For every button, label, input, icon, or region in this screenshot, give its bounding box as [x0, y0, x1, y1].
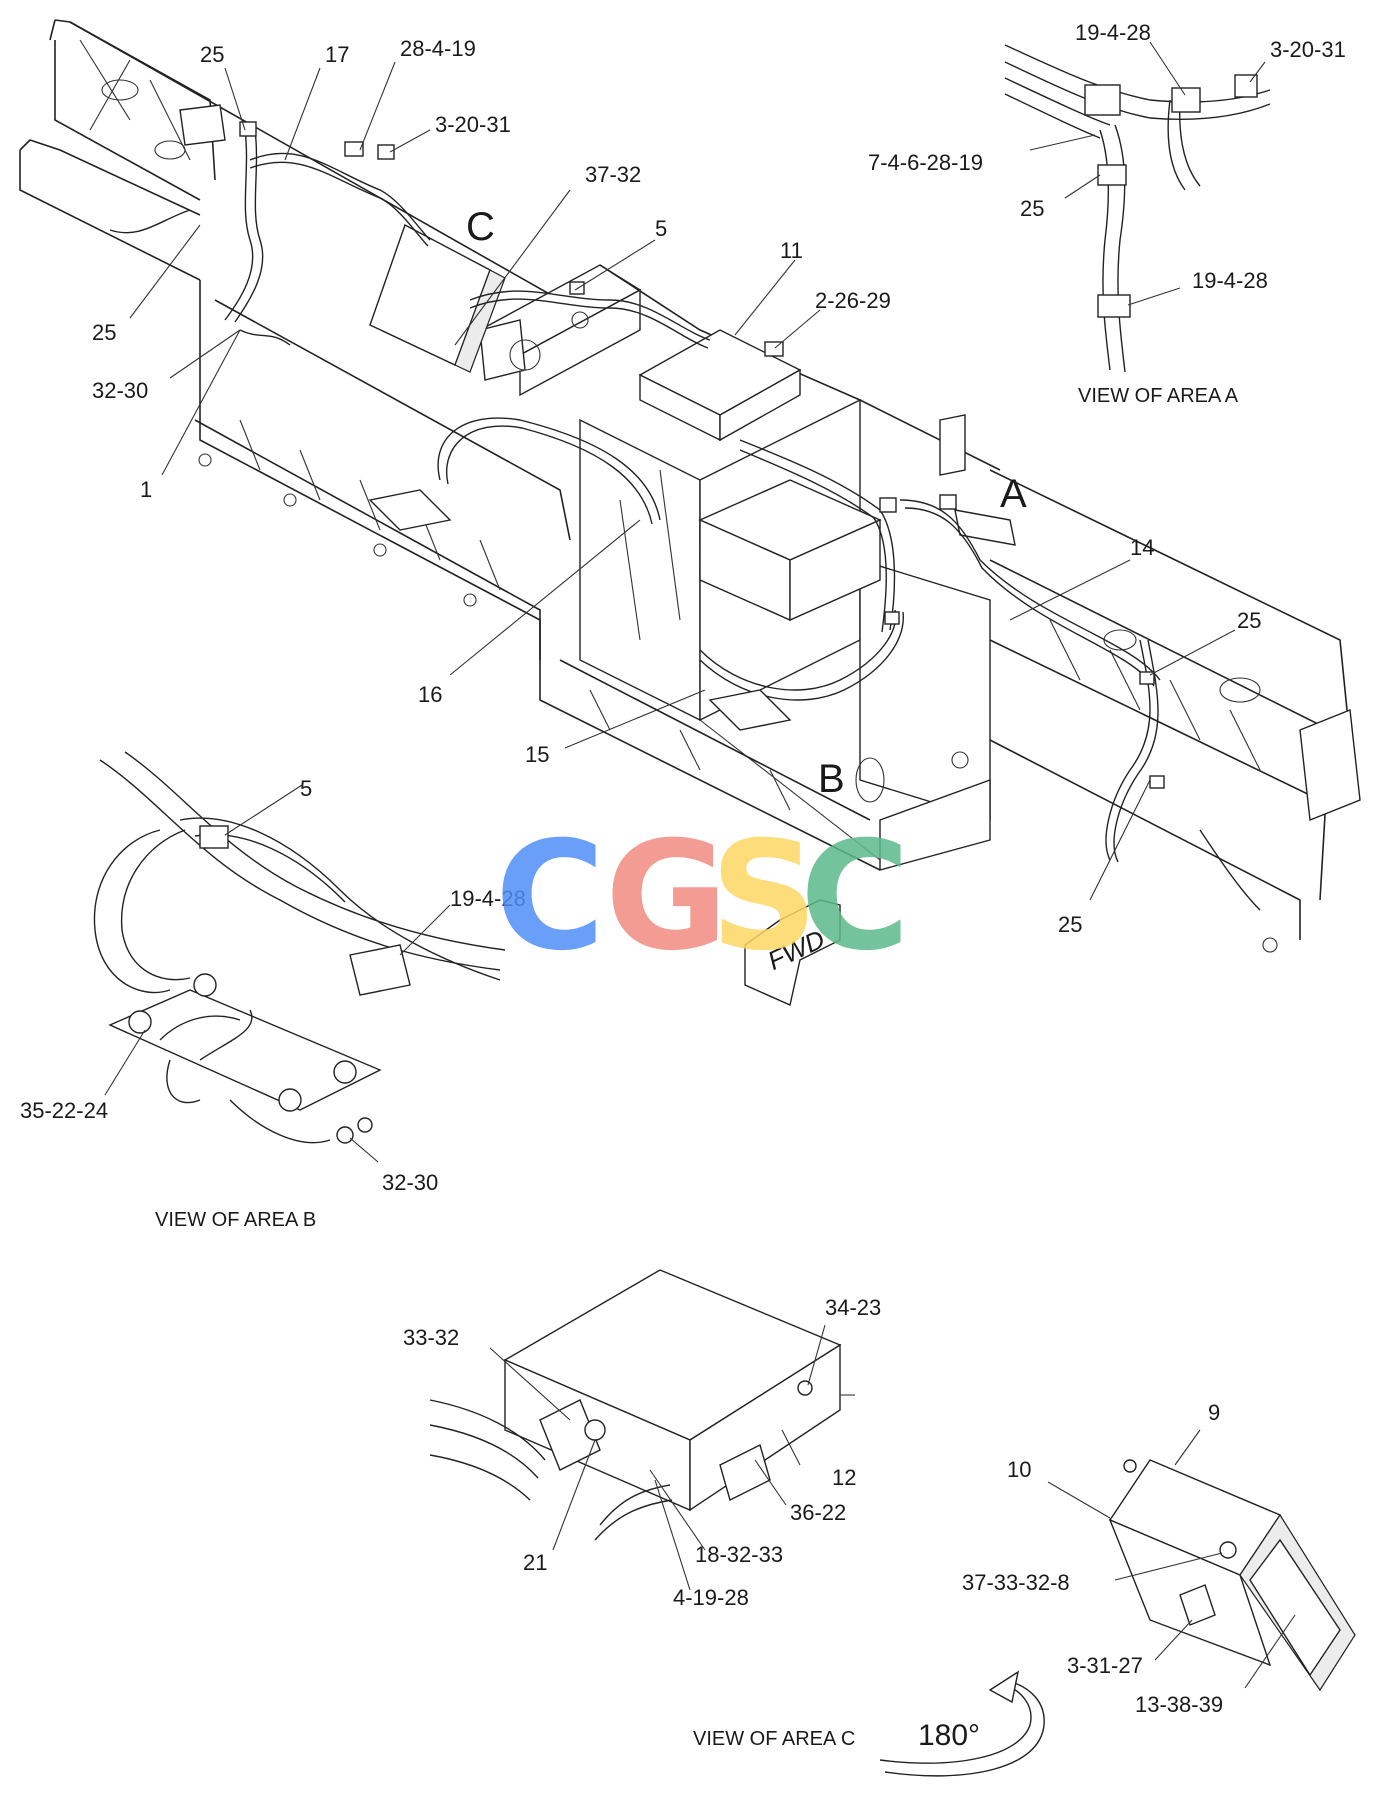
watermark-letter: C: [495, 810, 605, 984]
controller-box-main: [638, 329, 802, 442]
view-c-callout-9: 9: [1208, 1400, 1220, 1425]
main-leaders: [129, 61, 1236, 901]
view-c-title: VIEW OF AREA C: [693, 1728, 855, 1750]
view-a-callout-19-4-28-bottom: 19-4-28: [1192, 268, 1268, 293]
view-a-title: VIEW OF AREA A: [1078, 385, 1239, 407]
view-a-callout-25: 25: [1020, 196, 1044, 221]
view-c-callout-3-31-27: 3-31-27: [1067, 1653, 1143, 1678]
view-b-callout-35-22-24: 35-22-24: [20, 1098, 108, 1123]
view-c-callout-34-23: 34-23: [825, 1295, 881, 1320]
view-c-callout-21: 21: [523, 1550, 547, 1575]
view-c-callout-18-32-33: 18-32-33: [695, 1542, 783, 1567]
area-letter-b: B: [818, 757, 845, 801]
view-c-callout-13-38-39: 13-38-39: [1135, 1692, 1223, 1717]
view-b-title: VIEW OF AREA B: [155, 1209, 316, 1231]
callout-25-right: 25: [1237, 608, 1261, 633]
main-callouts: 25 17 28-4-19 3-20-31 37-32 5 11 2-26-29…: [92, 36, 1261, 937]
callout-1: 1: [140, 477, 152, 502]
callout-32-30: 32-30: [92, 378, 148, 403]
view-c-callouts: 33-32 34-23 12 36-22 18-32-33 21 4-19-28…: [403, 1295, 1223, 1752]
view-c-callout-12: 12: [832, 1465, 856, 1490]
callout-11: 11: [780, 238, 803, 263]
callout-25-left: 25: [92, 320, 116, 345]
watermark-logo: C G S C: [495, 810, 910, 984]
watermark-letter: G: [605, 810, 728, 984]
module-c-main: [369, 224, 506, 373]
watermark-letter: S: [710, 810, 818, 984]
view-a-callouts: 19-4-28 3-20-31 7-4-6-28-19 25 19-4-28 V…: [868, 20, 1346, 407]
plate-16-main: [368, 489, 452, 531]
callout-14: 14: [1130, 535, 1154, 560]
callout-15: 15: [525, 742, 549, 767]
callout-25-bottom: 25: [1058, 912, 1082, 937]
view-a-callout-3-20-31: 3-20-31: [1270, 37, 1346, 62]
view-a-drawing: [1004, 41, 1271, 373]
area-letter-a: A: [1000, 472, 1027, 516]
callout-25-top: 25: [200, 42, 224, 67]
callout-17: 17: [325, 42, 349, 67]
view-a-callout-7-4-6-28-19: 7-4-6-28-19: [868, 150, 983, 175]
callout-2-26-29: 2-26-29: [815, 288, 891, 313]
callout-28-4-19: 28-4-19: [400, 36, 476, 61]
callout-37-32: 37-32: [585, 162, 641, 187]
callout-5: 5: [655, 216, 667, 241]
view-c-callout-33-32: 33-32: [403, 1325, 459, 1350]
view-c-callout-36-22: 36-22: [790, 1500, 846, 1525]
view-b-callout-32-30: 32-30: [382, 1170, 438, 1195]
view-c-callout-4-19-28: 4-19-28: [673, 1585, 749, 1610]
view-b-callouts: 5 19-4-28 35-22-24 32-30 VIEW OF AREA B: [20, 776, 526, 1231]
view-c-drawing: [429, 1269, 1356, 1777]
view-c-callout-37-33-32-8: 37-33-32-8: [962, 1570, 1070, 1595]
view-b-callout-19-4-28: 19-4-28: [450, 886, 526, 911]
callout-3-20-31: 3-20-31: [435, 112, 511, 137]
view-b-drawing: [93, 751, 506, 1163]
area-letter-c: C: [466, 205, 495, 249]
area-b-plate-main: [708, 689, 792, 731]
main-harness: [109, 121, 1261, 911]
callout-16: 16: [418, 682, 442, 707]
view-a-callout-19-4-28-top: 19-4-28: [1075, 20, 1151, 45]
view-b-callout-5: 5: [300, 776, 312, 801]
watermark-letter: C: [800, 810, 910, 984]
main-frame-drawing: [19, 19, 1361, 953]
rotation-label: 180°: [918, 1719, 980, 1752]
view-c-callout-10: 10: [1007, 1457, 1031, 1482]
